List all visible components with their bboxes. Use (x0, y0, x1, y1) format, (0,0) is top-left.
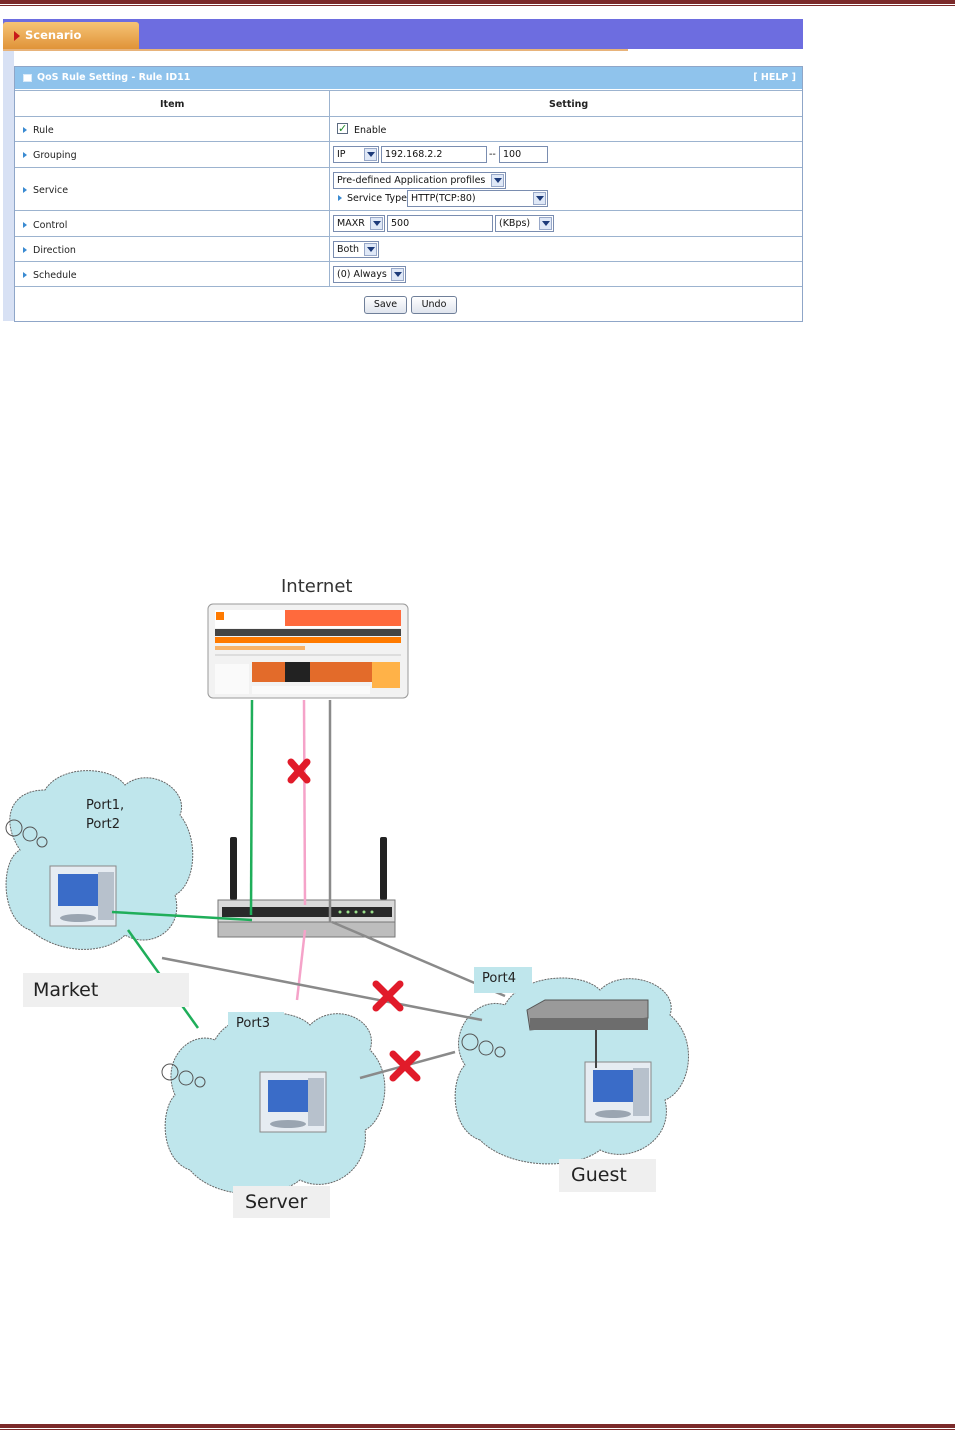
column-header-item: Item (160, 99, 185, 110)
computer-icon-market (49, 865, 117, 927)
port1-port2-label: Port1, Port2 (78, 790, 154, 836)
arrow-right-icon (23, 222, 27, 228)
guest-label: Guest (559, 1159, 656, 1192)
table-row-schedule: Schedule (0) Always (15, 261, 802, 287)
triangle-right-icon (14, 31, 20, 41)
undo-button[interactable]: Undo (411, 296, 457, 314)
enable-checkbox[interactable]: ✓ (337, 122, 348, 135)
service-profile-select[interactable]: Pre-defined Application profiles (333, 172, 506, 189)
arrow-right-icon (23, 187, 27, 193)
computer-icon-server (259, 1071, 327, 1133)
arrow-right-icon (338, 195, 342, 201)
bottom-rule (0, 1424, 955, 1428)
link-internet-router-allowed (249, 699, 254, 916)
arrow-right-icon (23, 127, 27, 133)
column-header-setting: Setting (549, 99, 589, 110)
table-row-direction: Direction Both (15, 236, 802, 262)
help-link[interactable]: [ HELP ] (753, 72, 796, 83)
save-button[interactable]: Save (364, 296, 407, 314)
qos-rule-panel: QoS Rule Setting - Rule ID11 [ HELP ] It… (14, 66, 803, 322)
bottom-rule-thin (0, 1429, 955, 1430)
control-unit-select[interactable]: (KBps) (495, 215, 554, 232)
switch-device (526, 999, 649, 1031)
panel-icon (23, 74, 32, 82)
internet-label: Internet (281, 576, 353, 597)
block-mark-market-guest-icon (372, 980, 404, 1012)
panel-title: QoS Rule Setting - Rule ID11 (37, 72, 191, 83)
computer-icon-guest (584, 1061, 652, 1123)
router-device (217, 837, 396, 938)
table-row-service: Service Pre-defined Application profiles… (15, 167, 802, 211)
chevron-down-icon (491, 174, 504, 187)
enable-label: Enable (354, 125, 387, 136)
chevron-down-icon (539, 217, 552, 230)
port4-label: Port4 (474, 967, 532, 993)
link-router-server-blocked (295, 929, 307, 1001)
table-header-row: Item Setting (15, 90, 802, 117)
panel-header: QoS Rule Setting - Rule ID11 [ HELP ] (15, 67, 802, 89)
scenario-bar-strip (3, 49, 628, 51)
control-value-input[interactable]: 500 (387, 215, 493, 232)
grouping-type-select[interactable]: IP (333, 146, 379, 163)
port3-label: Port3 (228, 1012, 284, 1038)
schedule-label: Schedule (33, 270, 77, 281)
arrow-right-icon (23, 247, 27, 253)
block-mark-internet-icon (287, 758, 311, 784)
network-links (111, 699, 597, 1080)
ip-start-input[interactable]: 192.168.2.2 (381, 146, 487, 163)
service-type-select[interactable]: HTTP(TCP:80) (407, 190, 548, 207)
direction-label: Direction (33, 245, 76, 256)
link-market-guest-blocked (161, 956, 483, 1022)
link-internet-router-blocked (302, 699, 307, 906)
server-label: Server (233, 1186, 330, 1218)
link-market-router (111, 910, 253, 922)
grouping-label: Grouping (33, 150, 77, 161)
scenario-tab-label: Scenario Selection (25, 28, 86, 69)
chevron-down-icon (391, 268, 404, 281)
control-mode-select[interactable]: MAXR (333, 215, 385, 232)
small-cloud-icons (5, 819, 506, 1088)
ip-end-input[interactable]: 100 (499, 146, 548, 163)
service-label: Service (33, 185, 69, 196)
chevron-down-icon (364, 148, 377, 161)
button-row: Save Undo (15, 286, 802, 322)
direction-select[interactable]: Both (333, 241, 379, 258)
chevron-down-icon (370, 217, 383, 230)
arrow-right-icon (23, 152, 27, 158)
internet-browser-window (207, 603, 409, 699)
rule-label: Rule (33, 125, 54, 136)
control-label: Control (33, 220, 68, 231)
left-margin (3, 51, 14, 321)
chevron-down-icon (364, 243, 377, 256)
market-label: Market (23, 973, 189, 1007)
top-rule (0, 0, 955, 4)
table-row-rule: Rule ✓ Enable (15, 116, 802, 142)
table-row-grouping: Grouping IP 192.168.2.2 -- 100 (15, 141, 802, 168)
schedule-select[interactable]: (0) Always (333, 266, 406, 283)
service-type-label: Service Type (347, 193, 407, 204)
block-mark-server-guest-icon (389, 1050, 421, 1082)
arrow-right-icon (23, 272, 27, 278)
table-row-control: Control MAXR 500 (KBps) (15, 210, 802, 237)
ip-range-separator: -- (489, 149, 496, 160)
scenario-selection-tab[interactable]: Scenario Selection (3, 22, 139, 69)
block-marks (287, 758, 421, 1082)
chevron-down-icon (533, 192, 546, 205)
top-rule-thin (0, 5, 955, 6)
